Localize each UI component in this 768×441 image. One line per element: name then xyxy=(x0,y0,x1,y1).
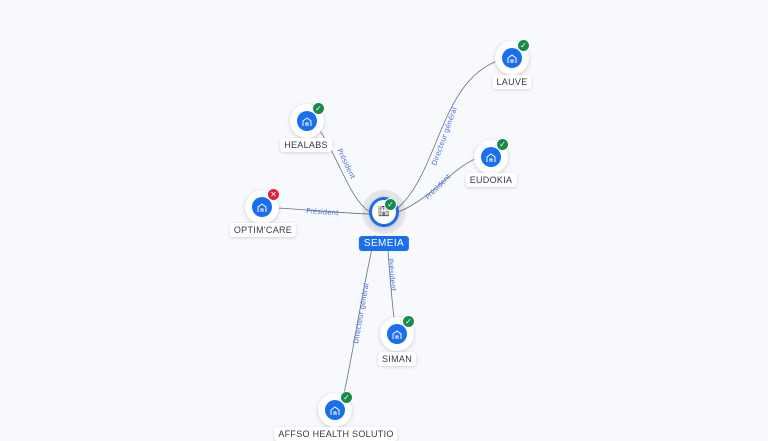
check-icon: ✓ xyxy=(340,391,353,404)
check-icon: ✓ xyxy=(312,102,325,115)
node-optimcare[interactable]: ✕ xyxy=(245,188,280,224)
check-icon: ✓ xyxy=(384,198,397,211)
check-icon: ✓ xyxy=(517,39,530,52)
node-healabs[interactable]: ✓ xyxy=(290,102,325,138)
node-label-healabs[interactable]: HEALABS xyxy=(280,138,332,152)
building-icon xyxy=(325,400,345,420)
building-icon xyxy=(297,111,317,131)
center-node[interactable]: 🏢︎ ✓ xyxy=(369,197,399,227)
building-icon: 🏢︎ xyxy=(377,206,391,218)
node-siman[interactable]: ✓ xyxy=(380,315,415,351)
edge-optimcare xyxy=(277,207,371,215)
building-icon xyxy=(387,324,407,344)
cross-icon: ✕ xyxy=(267,188,280,201)
node-label-eudokia[interactable]: EUDOKIA xyxy=(465,173,517,187)
edge-label-lauve: Directeur général xyxy=(430,106,459,166)
node-label-siman[interactable]: SIMAN xyxy=(377,352,417,366)
edge-lauve xyxy=(397,59,501,209)
node-label-optimcare[interactable]: OPTIM'CARE xyxy=(229,223,297,237)
building-icon xyxy=(481,147,501,167)
center-node-label[interactable]: SEMEIA xyxy=(358,236,410,251)
node-affso[interactable]: ✓ xyxy=(318,391,353,427)
building-icon xyxy=(502,48,522,68)
edge-siman xyxy=(387,249,395,319)
node-label-affso[interactable]: AFFSO HEALTH SOLUTIO xyxy=(274,427,398,441)
node-label-lauve[interactable]: LAUVE xyxy=(492,75,532,89)
node-eudokia[interactable]: ✓ xyxy=(474,138,509,174)
check-icon: ✓ xyxy=(402,315,415,328)
edge-label-optimcare: Président xyxy=(306,207,339,217)
edges-layer: Président Directeur général Président Pr… xyxy=(277,59,501,399)
edge-affso xyxy=(342,234,376,399)
building-icon xyxy=(252,197,272,217)
edge-label-affso: Directeur général xyxy=(352,282,371,344)
edge-eudokia xyxy=(397,157,479,213)
edge-label-siman: Président xyxy=(386,258,397,292)
node-lauve[interactable]: ✓ xyxy=(495,39,530,75)
edge-label-eudokia: Président xyxy=(424,172,453,201)
check-icon: ✓ xyxy=(496,138,509,151)
